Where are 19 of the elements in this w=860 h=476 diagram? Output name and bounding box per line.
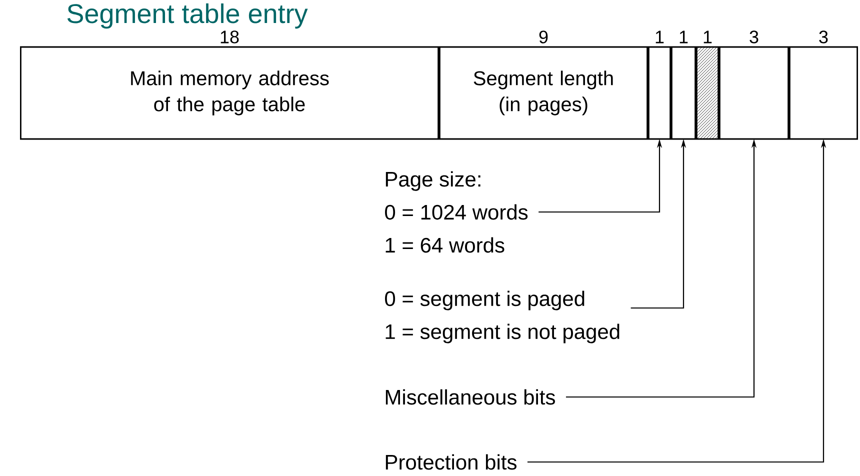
bit-cell xyxy=(719,46,789,140)
field-cell: Main memory address of the page table xyxy=(20,46,439,140)
bit-cell xyxy=(789,46,858,140)
annotation-text: 0 = segment is paged 1 = segment is not paged xyxy=(385,290,620,344)
bit-count: 1 xyxy=(680,30,688,44)
annotation-text: Miscellaneous bits xyxy=(386,389,555,405)
bit-count: 3 xyxy=(819,30,828,44)
bit-count: 1 xyxy=(656,30,664,44)
annotation-text: Page size: 0 = 1024 words 1 = 64 words xyxy=(385,171,528,253)
field-cell: Segment length (in pages) xyxy=(439,46,648,140)
bit-count: 1 xyxy=(704,30,712,44)
bit-count: 18 xyxy=(220,30,239,44)
bit-count: 9 xyxy=(539,30,548,44)
bit-cell xyxy=(671,46,696,140)
bit-count: 3 xyxy=(750,30,758,44)
annotation-text: Protection bits xyxy=(386,454,516,470)
bit-cell xyxy=(648,46,671,140)
hatched-cell xyxy=(696,46,719,140)
title: Segment table entry xyxy=(67,3,308,29)
